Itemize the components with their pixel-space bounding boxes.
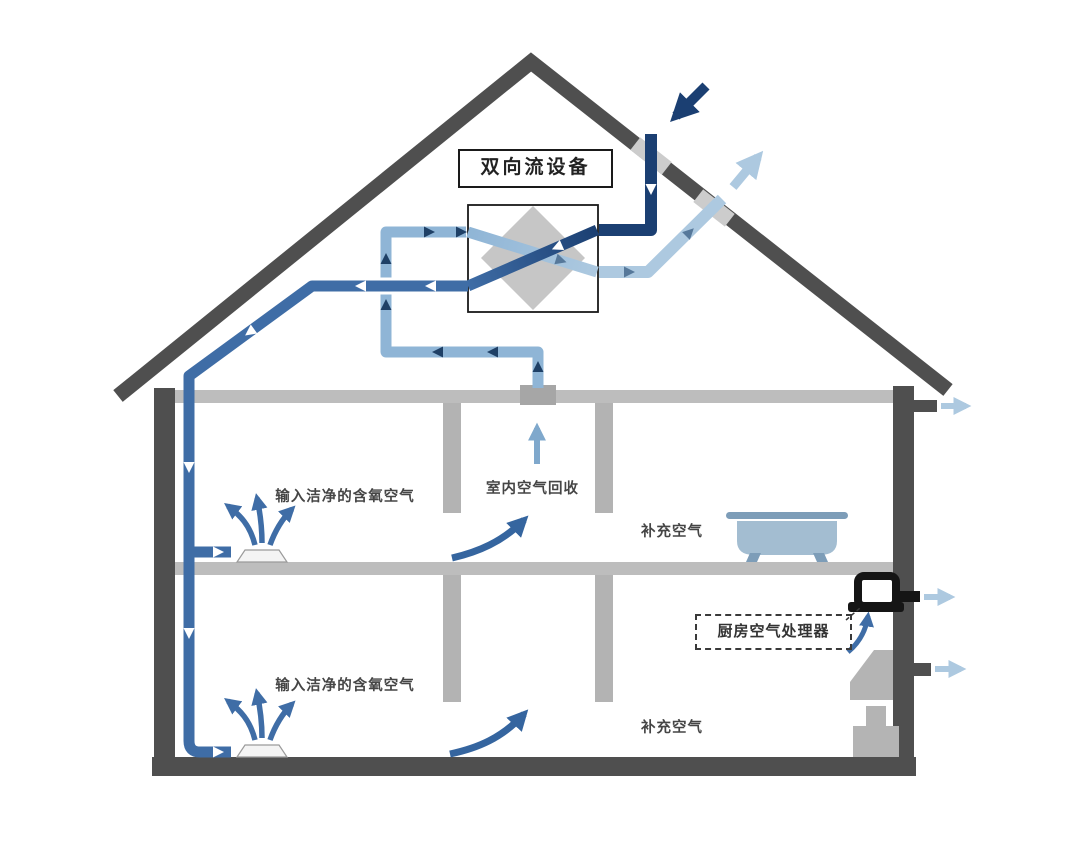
fresh-air-supply-label-lower: 输入洁净的含氧空气 bbox=[275, 678, 415, 694]
flow-arrow-icon bbox=[424, 226, 435, 238]
indoor-air-recovery-label: 室内空气回收 bbox=[486, 481, 579, 497]
floor-diffusers bbox=[235, 549, 289, 758]
flow-arrow-icon bbox=[456, 226, 467, 238]
ground-slab bbox=[152, 757, 916, 776]
fixtures bbox=[726, 400, 937, 757]
supply-fan-arrow-icon bbox=[224, 698, 258, 741]
makeup-air-arrow-lower-icon bbox=[449, 709, 529, 758]
roof-exhaust-arrow-icon bbox=[729, 150, 764, 190]
flow-arrow-icon bbox=[551, 239, 565, 251]
bathtub-icon bbox=[726, 512, 848, 562]
supply-fan-arrow-icon bbox=[267, 700, 296, 741]
supply-fan-arrow-icon bbox=[224, 503, 258, 546]
flow-arrow-icon bbox=[532, 361, 544, 372]
flow-arrow-icon bbox=[432, 346, 443, 358]
flow-arrow-icon bbox=[213, 746, 224, 758]
left-wall bbox=[154, 388, 175, 757]
heat-exchanger-unit bbox=[465, 204, 600, 313]
eave-wall-stub bbox=[913, 400, 937, 412]
roof bbox=[113, 52, 953, 402]
fresh-air-supply-label-upper: 输入洁净的含氧空气 bbox=[275, 489, 415, 505]
kitchen-air-processor-icon bbox=[848, 572, 920, 612]
flow-arrow-icon bbox=[183, 462, 195, 473]
flow-arrow-icon bbox=[554, 253, 567, 265]
hrv-exhaust-crossover bbox=[466, 226, 599, 278]
stove-icon bbox=[853, 706, 899, 757]
flow-arrow-icon bbox=[380, 253, 392, 264]
flow-arrow-icon bbox=[487, 346, 498, 358]
range-hood-icon bbox=[850, 650, 893, 700]
supply-air-duct bbox=[183, 280, 468, 758]
outdoor-intake-arrow-icon bbox=[670, 82, 710, 122]
flow-arrow-icon bbox=[183, 628, 195, 639]
ceiling-extract-vent bbox=[520, 385, 556, 405]
supply-fan-arrow-icon bbox=[251, 493, 268, 544]
kitchen-air-processor-label: 厨房空气处理器 bbox=[695, 614, 852, 650]
flow-arrow-icon bbox=[682, 228, 694, 240]
duct-flow-arrows bbox=[183, 184, 694, 758]
supply-fan-arrow-icon bbox=[267, 505, 296, 546]
interior-wall-1-lower bbox=[443, 575, 461, 702]
hrv-unit-label: 双向流设备 bbox=[458, 149, 613, 188]
makeup-air-label-lower: 补充空气 bbox=[641, 720, 703, 736]
makeup-air-arrow-upper-icon bbox=[451, 515, 529, 562]
supply-diffuser-lower-icon bbox=[235, 744, 289, 758]
makeup-air-label-upper: 补充空气 bbox=[641, 524, 703, 540]
fresh-intake-duct bbox=[599, 134, 657, 236]
exhaust-duct bbox=[599, 194, 727, 278]
flow-arrow-icon bbox=[355, 280, 366, 292]
supply-diffuser-upper-icon bbox=[235, 549, 289, 563]
interior-wall-2-lower bbox=[595, 575, 613, 702]
supply-fan-arrow-icon bbox=[251, 688, 268, 739]
interior-wall-2-upper bbox=[595, 403, 613, 513]
hood-wall-stub bbox=[893, 663, 931, 676]
flow-arrow-icon bbox=[245, 324, 258, 336]
hrv-fresh-crossover bbox=[465, 224, 600, 292]
kitchen-label-leader bbox=[845, 607, 861, 621]
right-wall bbox=[893, 386, 914, 757]
flow-arrow-icon bbox=[645, 184, 657, 195]
middle-floor-slab bbox=[175, 562, 893, 575]
house-structure bbox=[113, 52, 953, 776]
flow-arrow-icon bbox=[624, 266, 635, 278]
interior-wall-1-upper bbox=[443, 403, 461, 513]
flow-arrow-icon bbox=[213, 546, 224, 558]
flow-arrow-icon bbox=[380, 299, 392, 310]
flow-arrow-icon bbox=[425, 280, 436, 292]
